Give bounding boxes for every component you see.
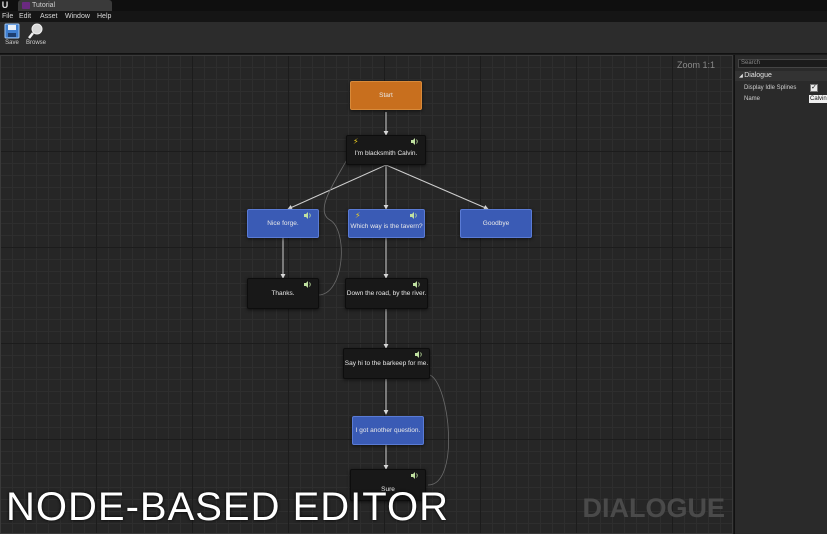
idle-spline-thanks-loop (317, 149, 353, 296)
save-button[interactable]: Save (0, 23, 24, 53)
save-icon (4, 23, 20, 39)
edge-blacksmith-niceforge (287, 164, 387, 210)
browse-button-label: Browse (25, 40, 46, 46)
menu-edit[interactable]: Edit (19, 13, 32, 20)
edge-blacksmith-goodbye (385, 164, 489, 210)
speaker-icon (410, 212, 417, 219)
save-button-label: Save (5, 40, 19, 46)
node-thanks[interactable]: Thanks. (247, 278, 319, 309)
speaker-icon (304, 281, 311, 288)
node-nice-forge[interactable]: Nice forge. (247, 209, 319, 238)
title-bar: U Tutorial (0, 0, 827, 11)
graph-edges (280, 112, 489, 486)
graph-watermark: DIALOGUE (582, 493, 725, 523)
browse-button[interactable]: Browse (24, 23, 48, 53)
document-tab-label: Tutorial (32, 2, 56, 9)
node-sure-label: Sure (381, 485, 395, 493)
menu-help[interactable]: Help (97, 13, 112, 20)
display-idle-splines-label: Display Idle Splines (744, 85, 797, 91)
node-blacksmith[interactable]: ⚡ I'm blacksmith Calvin. (346, 135, 426, 165)
node-down-road-label: Down the road, by the river. (346, 290, 427, 297)
event-bolt-icon: ⚡ (353, 137, 359, 146)
node-goodbye-label: Goodbye (482, 220, 510, 227)
node-tavern-label: Which way is the tavern? (350, 222, 423, 230)
dialogue-graph[interactable]: Start ⚡ I'm blacksmith Calvin. Nice forg… (0, 55, 733, 534)
collapse-arrow-icon: ◢ (739, 73, 745, 79)
node-start[interactable]: Start (350, 81, 422, 110)
node-start-label: Start (379, 92, 393, 99)
menu-bar: File Edit Asset Window Help (0, 11, 827, 22)
prop-display-idle-splines: Display Idle Splines ✓ (735, 82, 827, 94)
node-barkeep-label: Say hi to the barkeep for me. (344, 360, 429, 367)
idle-spline-sure-loop (427, 374, 450, 486)
name-label: Name (744, 96, 761, 102)
unreal-logo-icon: U (1, 0, 9, 10)
name-field[interactable]: Calvin (809, 95, 827, 103)
details-search-input[interactable]: Search (738, 59, 827, 68)
menu-window[interactable]: Window (65, 13, 90, 20)
node-down-road[interactable]: Down the road, by the river. (345, 278, 428, 309)
prop-name: Name Calvin (735, 93, 827, 105)
node-sure[interactable]: Sure (350, 469, 426, 501)
zoom-level: Zoom 1:1 (676, 60, 715, 70)
node-thanks-label: Thanks. (271, 290, 295, 297)
node-another-question[interactable]: I got another question. (352, 416, 424, 445)
event-bolt-icon: ⚡ (355, 211, 361, 220)
speaker-icon (411, 472, 418, 479)
speaker-icon (411, 138, 418, 145)
toolbar: Save Browse (0, 22, 827, 54)
menu-asset[interactable]: Asset (40, 13, 58, 20)
document-tab[interactable]: Tutorial (18, 0, 112, 11)
node-nice-forge-label: Nice forge. (267, 220, 299, 227)
display-idle-splines-checkbox[interactable]: ✓ (810, 84, 818, 92)
magnifier-icon (28, 23, 43, 39)
node-another-question-label: I got another question. (355, 427, 421, 434)
speaker-icon (413, 281, 420, 288)
node-tavern[interactable]: ⚡ Which way is the tavern? (348, 209, 425, 238)
node-goodbye[interactable]: Goodbye (460, 209, 532, 238)
details-panel: Search ◢ Dialogue Display Idle Splines ✓… (734, 55, 827, 534)
dialogue-category-label: Dialogue (744, 72, 772, 79)
speaker-icon (415, 351, 422, 358)
node-barkeep[interactable]: Say hi to the barkeep for me. (343, 348, 430, 379)
dialogue-asset-icon (22, 2, 30, 9)
speaker-icon (304, 212, 311, 219)
dialogue-category-header[interactable]: ◢ Dialogue (735, 71, 827, 81)
menu-file[interactable]: File (2, 13, 14, 20)
node-blacksmith-label: I'm blacksmith Calvin. (354, 150, 418, 157)
overlay-title: NODE-BASED EDITOR (6, 485, 449, 529)
